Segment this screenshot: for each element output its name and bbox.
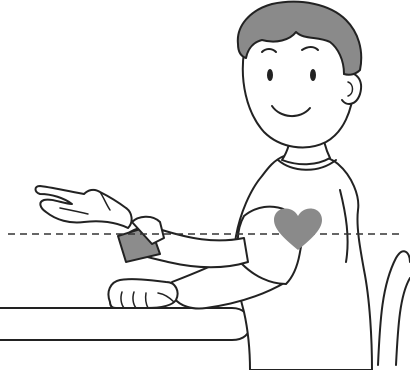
raised-hand <box>36 186 132 228</box>
table <box>0 308 250 340</box>
right-eye <box>310 69 316 81</box>
chair-back <box>378 251 410 365</box>
resting-hand <box>108 279 177 308</box>
left-eye <box>267 69 273 81</box>
